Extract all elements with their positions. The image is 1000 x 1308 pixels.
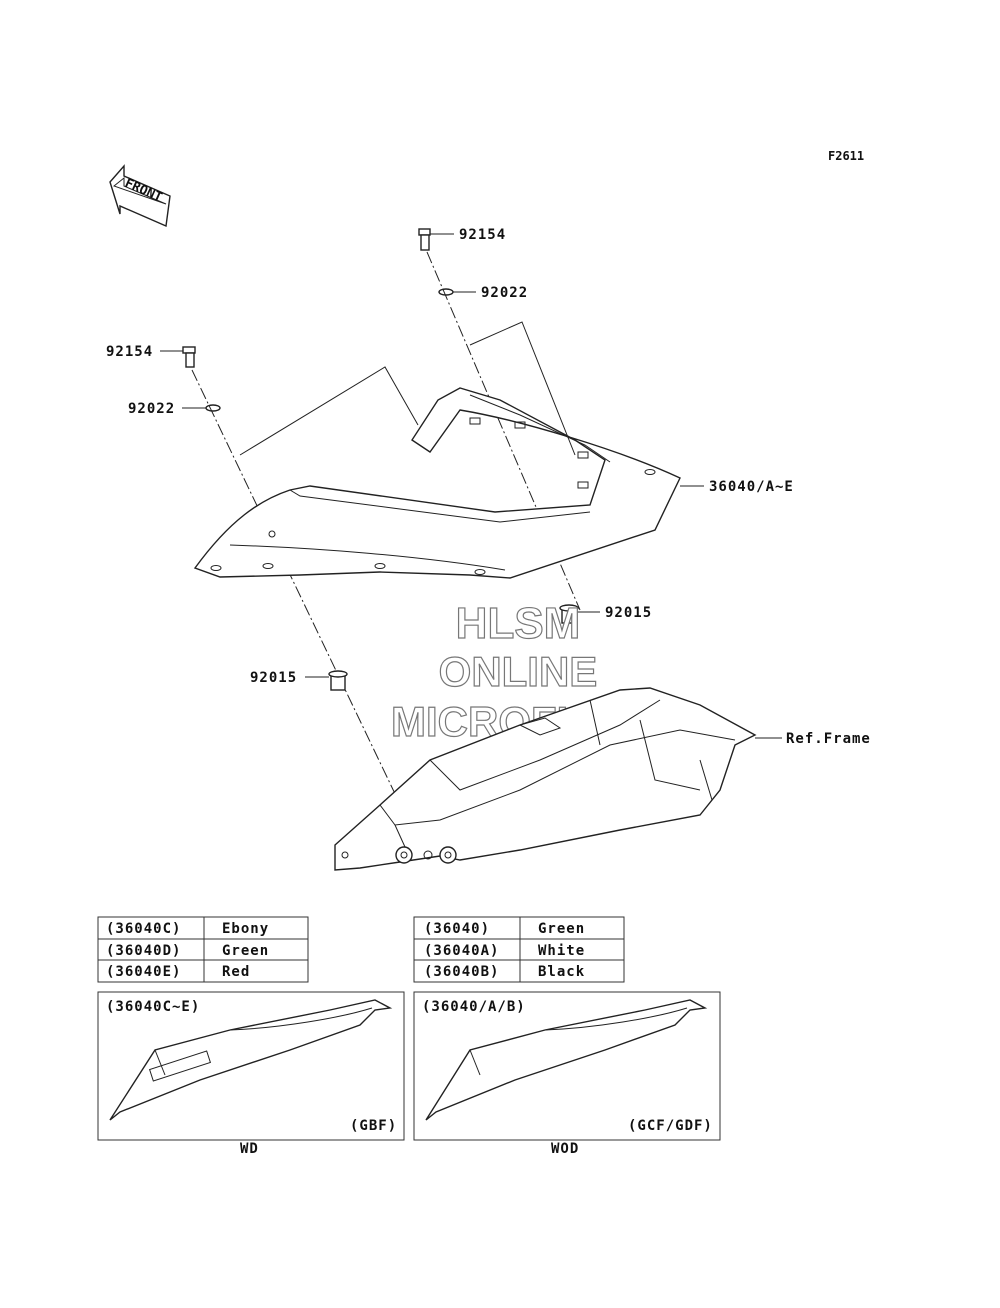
callout-washer-left: 92022 bbox=[128, 401, 175, 417]
decal-1000-icon bbox=[148, 1050, 212, 1082]
color-table-right: (36040) Green (36040A) White (36040B) Bl… bbox=[413, 916, 625, 983]
variant-box-right: (36040/A/B) (GCF/GDF) bbox=[413, 991, 721, 1141]
damper-right-icon bbox=[559, 604, 579, 624]
rear-frame-part bbox=[334, 687, 757, 871]
table-right-color-2: White bbox=[538, 943, 585, 959]
watermark-line-1: HLSM bbox=[456, 599, 581, 648]
table-right-code-2: (36040A) bbox=[424, 943, 499, 959]
figure-id: F2611 bbox=[828, 149, 864, 163]
front-arrow-icon: FRONT bbox=[109, 164, 171, 228]
table-left-code-2: (36040D) bbox=[106, 943, 181, 959]
washer-top-icon bbox=[438, 288, 454, 296]
table-left-color-2: Green bbox=[222, 943, 269, 959]
table-right-code-1: (36040) bbox=[424, 921, 490, 937]
bolt-top-icon bbox=[418, 228, 431, 251]
seat-cover-part bbox=[193, 387, 681, 579]
callout-frame: Ref.Frame bbox=[786, 731, 871, 747]
variant-left-range: (36040C~E) bbox=[106, 999, 200, 1015]
variant-box-left: (36040C~E) (GBF) bbox=[97, 991, 405, 1141]
damper-left-icon bbox=[328, 670, 348, 691]
watermark-line-2: ONLINE bbox=[439, 648, 598, 695]
color-table-left: (36040C) Ebony (36040D) Green (36040E) R… bbox=[97, 916, 309, 983]
callout-damper-right: 92015 bbox=[605, 605, 652, 621]
variant-right-range: (36040/A/B) bbox=[422, 999, 526, 1015]
callout-damper-left: 92015 bbox=[250, 670, 297, 686]
variant-right-caption: WOD bbox=[551, 1141, 579, 1157]
callout-bolt-left: 92154 bbox=[106, 344, 153, 360]
table-left-code-3: (36040E) bbox=[106, 964, 181, 980]
callout-bolt-top: 92154 bbox=[459, 227, 506, 243]
washer-left-icon bbox=[205, 404, 221, 412]
table-left-code-1: (36040C) bbox=[106, 921, 181, 937]
variant-right-code: (GCF/GDF) bbox=[628, 1118, 713, 1134]
table-right-code-3: (36040B) bbox=[424, 964, 499, 980]
callout-washer-top: 92022 bbox=[481, 285, 528, 301]
table-left-color-3: Red bbox=[222, 964, 250, 980]
bolt-left-icon bbox=[182, 346, 196, 368]
variant-left-caption: WD bbox=[240, 1141, 259, 1157]
variant-left-code: (GBF) bbox=[350, 1118, 397, 1134]
table-left-color-1: Ebony bbox=[222, 921, 269, 937]
table-right-color-3: Black bbox=[538, 964, 585, 980]
table-right-color-1: Green bbox=[538, 921, 585, 937]
callout-cover: 36040/A~E bbox=[709, 479, 794, 495]
